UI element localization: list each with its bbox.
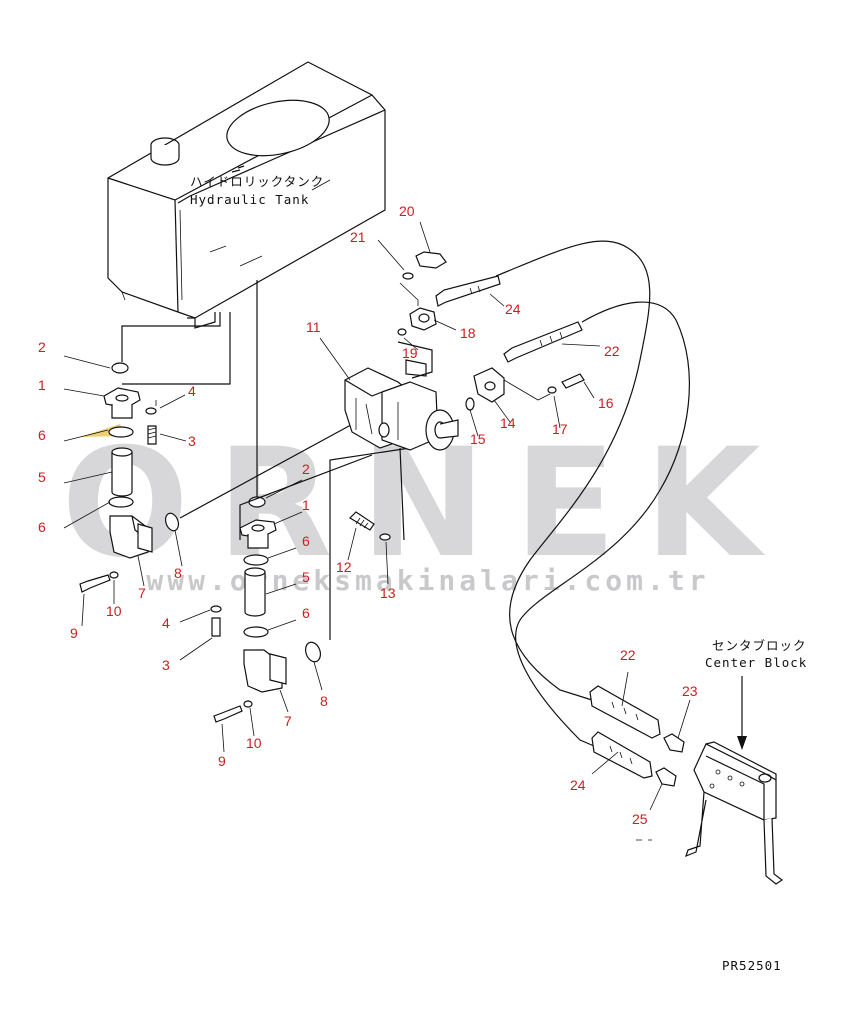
block-label-en: Center Block [705,655,807,670]
suction-assembly-right [179,479,303,753]
watermark-url: www.orneksmakinalari.com.tr [146,564,709,597]
callout-4: 4 [188,383,196,399]
callout-9: 9 [218,753,226,769]
callout-17: 17 [552,421,568,437]
callout-4: 4 [162,615,170,631]
callout-22: 22 [620,647,636,663]
bolt-set-12-13 [347,511,391,585]
callout-18: 18 [460,325,476,341]
callout-24: 24 [570,777,586,793]
callout-10: 10 [106,603,122,619]
callout-6: 6 [38,427,46,443]
callout-11: 11 [306,319,321,335]
callouts: 2 1 4 3 6 5 6 8 7 9 10 2 1 6 5 6 4 3 8 7… [38,203,698,827]
callout-14: 14 [500,415,516,431]
callout-10: 10 [246,735,262,751]
callout-7: 7 [284,713,292,729]
callout-6: 6 [302,533,310,549]
callout-1: 1 [302,497,310,513]
callout-6: 6 [302,605,310,621]
drawing-code: PR52501 [722,958,782,973]
callout-3: 3 [162,657,170,673]
callout-5: 5 [302,569,310,585]
block-label-jp: センタブロック [712,638,807,653]
callout-5: 5 [38,469,46,485]
callout-22: 22 [604,343,620,359]
callout-9: 9 [70,625,78,641]
callout-8: 8 [320,693,328,709]
callout-13: 13 [380,585,396,601]
suction-lines [121,280,411,691]
callout-8: 8 [174,565,182,581]
suction-assembly-left [63,355,187,627]
callout-20: 20 [399,203,415,219]
tank-label-en: Hydraulic Tank [190,192,309,207]
center-block: センタブロック Center Block [636,638,807,885]
callout-6: 6 [38,519,46,535]
callout-23: 23 [682,683,698,699]
callout-16: 16 [598,395,614,411]
callout-19: 19 [402,345,418,361]
callout-25: 25 [632,811,648,827]
callout-1: 1 [38,377,46,393]
callout-24: 24 [505,301,521,317]
callout-21: 21 [350,229,366,245]
callout-12: 12 [336,559,352,575]
callout-2: 2 [38,339,46,355]
callout-3: 3 [188,433,196,449]
pressure-hoses [435,240,691,811]
callout-7: 7 [138,585,146,601]
hydraulic-tank: ハイドロリックタンク Hydraulic Tank [107,61,386,329]
pressure-fittings [377,221,595,437]
callout-2: 2 [302,461,310,477]
hydraulic-pump [319,337,459,541]
callout-15: 15 [470,431,486,447]
tank-label-jp: ハイドロリックタンク [190,174,324,189]
